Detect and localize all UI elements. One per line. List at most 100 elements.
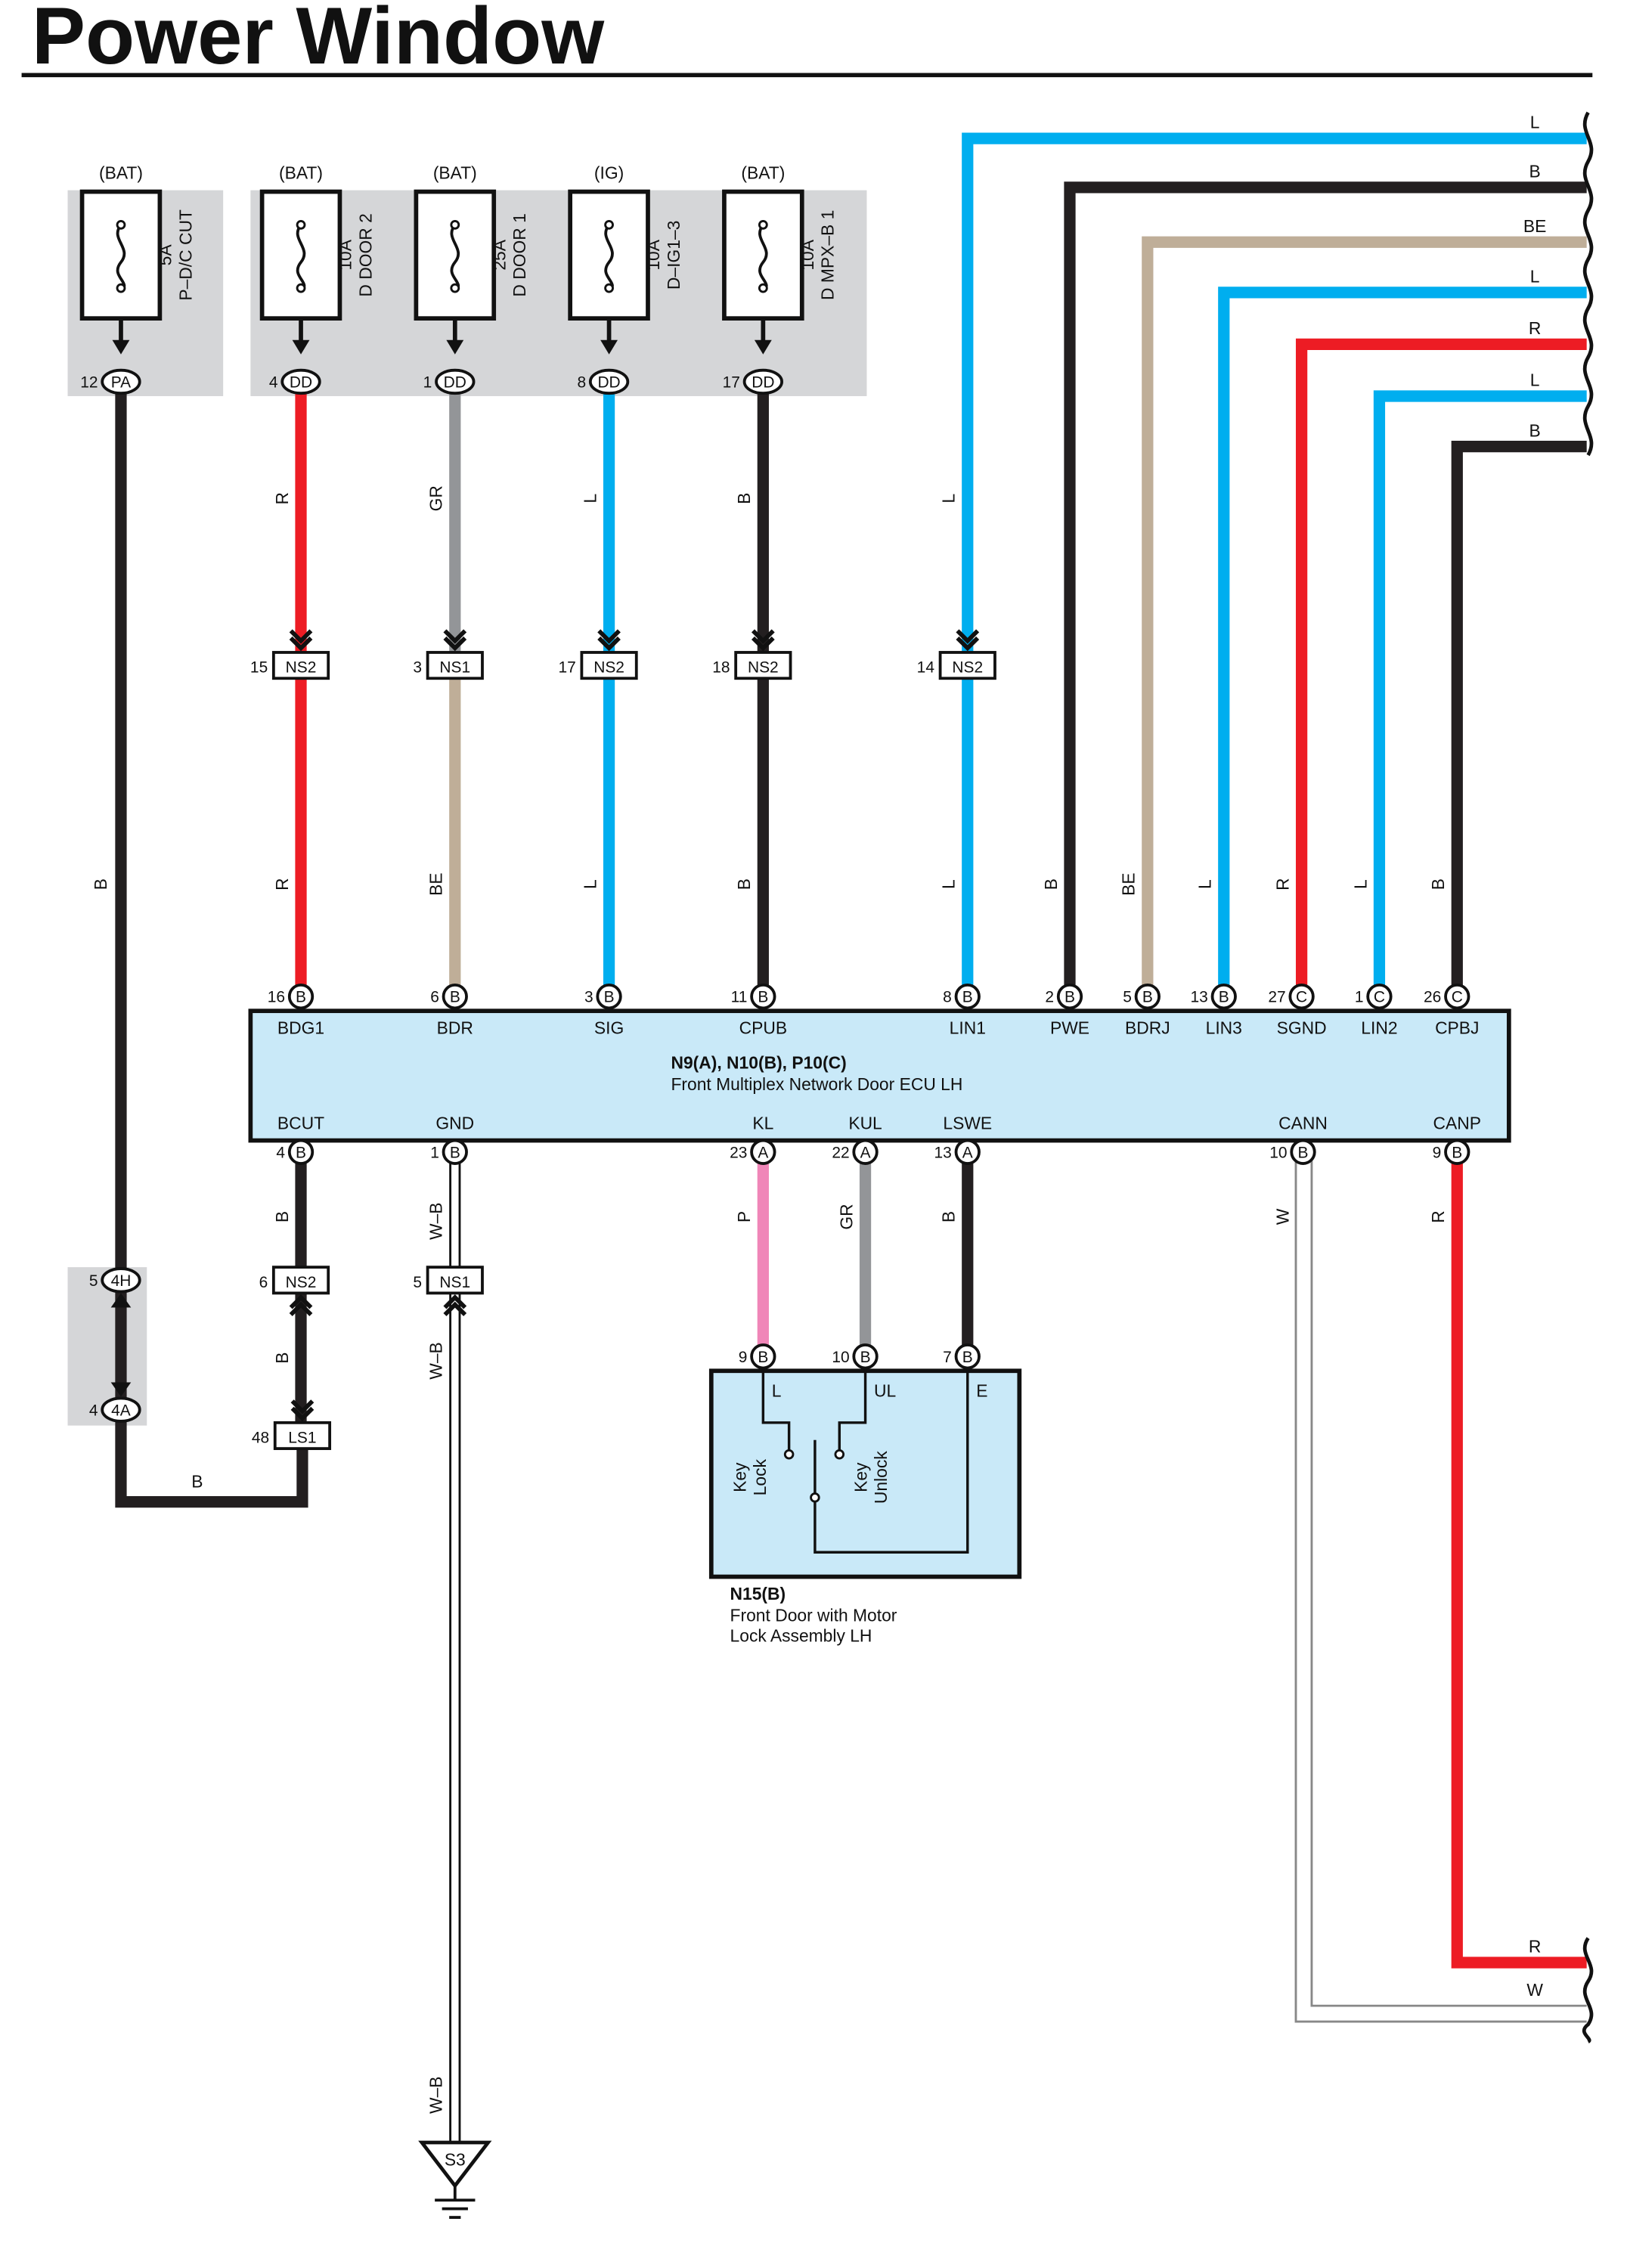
wire-label: BE <box>426 872 446 895</box>
fuse-connector-conn: PA <box>111 374 131 392</box>
ecu-top-pin-label: SIG <box>594 1018 624 1038</box>
wire-label: B <box>734 493 754 504</box>
fuse-terminal-dot <box>116 219 126 230</box>
ground-point-icon <box>418 2140 492 2189</box>
inline-connector-num: 14 <box>917 659 935 677</box>
key-unlock-label: Key <box>851 1462 870 1492</box>
arrow-down-icon <box>112 339 130 355</box>
junction-pin-terminal <box>101 1396 141 1423</box>
ecu-top-pin-num: 6 <box>430 989 439 1006</box>
wire-label: GR <box>836 1204 856 1229</box>
arrow-down-icon <box>110 1382 132 1397</box>
fuse-terminal-dot <box>116 283 126 293</box>
ecu-bottom-pin-conn: A <box>860 1144 871 1161</box>
ecu-top-pin-conn: B <box>296 989 306 1006</box>
key-lock-label: Key <box>730 1462 749 1492</box>
arrow-down-icon <box>446 339 464 355</box>
connector-chevron-icon <box>443 629 467 644</box>
fuse-connector-num: 17 <box>723 374 740 392</box>
arrow-down-icon <box>292 339 310 355</box>
inline-connector-num: 15 <box>250 659 268 677</box>
switch-contact-dot <box>834 1448 845 1460</box>
fuse-name: P–D/C CUT <box>175 209 195 301</box>
connector-chevron-icon <box>956 629 980 644</box>
ecu-top-pin-label: SGND <box>1277 1018 1327 1038</box>
ecu-bottom-pin-terminal <box>442 1139 468 1165</box>
connector-chevron-icon <box>597 636 621 652</box>
wire-lin2 <box>1373 390 1587 997</box>
connector-chevron-icon <box>289 1294 313 1309</box>
fuse-connector-num: 12 <box>80 374 98 392</box>
ecu-top-pin-num: 11 <box>731 989 748 1006</box>
ecu-bottom-pin-label: GND <box>435 1113 474 1132</box>
ecu-top-pin-num: 26 <box>1424 989 1441 1006</box>
fuse-connector-conn: DD <box>290 374 312 392</box>
wire-label: W–B <box>426 2076 446 2114</box>
fuse-name: D–IG1–3 <box>664 221 683 290</box>
ecu-bottom-pin-label: BCUT <box>277 1113 324 1132</box>
connector-chevron-icon <box>289 636 313 652</box>
ecu-top-pin-conn: B <box>758 989 768 1006</box>
inline-connector-name: NS2 <box>286 659 317 677</box>
ecu-top-pin-conn: B <box>450 989 460 1006</box>
wire-label: BE <box>1119 872 1139 895</box>
connector-chevron-icon <box>597 629 621 644</box>
fuse-rating: 10A <box>643 239 663 270</box>
lock-pin-conn: B <box>860 1349 871 1366</box>
ecu-bottom-pin-label: KL <box>752 1113 773 1132</box>
wire-lin3 <box>1218 287 1587 997</box>
inline-connector-name: NS2 <box>593 659 624 677</box>
lock-pin-num: 9 <box>739 1349 748 1366</box>
ecu-bottom-pin-terminal <box>750 1139 776 1165</box>
fuse-box <box>79 189 163 321</box>
fuse-element-icon <box>450 224 460 293</box>
ecu-top-pin-conn: B <box>1065 989 1075 1006</box>
ecu-top-pin-terminal <box>1366 983 1393 1010</box>
wire-label: B <box>734 878 754 890</box>
ecu-top-pin-label: LIN2 <box>1361 1018 1397 1038</box>
wire-cann-edge <box>1294 1154 1587 2023</box>
ecu-bottom-pin-conn: B <box>450 1144 460 1161</box>
ecu-bottom-pin-num: 9 <box>1433 1144 1442 1161</box>
lock-pin-label: E <box>976 1381 987 1401</box>
fuse-terminal-dot <box>758 283 768 293</box>
ecu-top-pin-terminal <box>750 983 776 1010</box>
wire-lin1 <box>962 132 1587 997</box>
wire-label: L <box>939 494 959 503</box>
fuse-supply-label: (BAT) <box>433 163 477 182</box>
ecu-top-pin-terminal <box>1210 983 1237 1010</box>
ecu-top-pin-terminal <box>954 983 981 1010</box>
fuse-terminal-dot <box>296 283 306 293</box>
fuse-terminal-dot <box>296 219 306 230</box>
ecu-top-pin-terminal <box>1444 983 1470 1010</box>
fuse-name: D DOOR 2 <box>355 213 375 296</box>
inline-connector-num: 18 <box>712 659 730 677</box>
wire-label: L <box>1195 879 1215 889</box>
ecu-bottom-pin-label: CANP <box>1433 1113 1481 1132</box>
inline-connector-num: 17 <box>558 659 575 677</box>
fuse-rating: 25A <box>489 239 509 270</box>
inline-connector-box <box>426 1266 484 1295</box>
lock-switch-trace <box>761 1371 791 1452</box>
fuse-connector-num: 8 <box>577 374 586 392</box>
ecu-bottom-pin-label: LSWE <box>943 1113 992 1132</box>
fuse-connector-terminal <box>742 368 784 395</box>
wire-label: W <box>1272 1208 1292 1225</box>
fuse-connector-conn: DD <box>444 374 466 392</box>
fuse-element-icon <box>296 224 306 293</box>
ecu-bottom-pin-terminal <box>287 1139 315 1165</box>
ecu-name: Front Multiplex Network Door ECU LH <box>671 1074 962 1094</box>
fuse-rating: 5A <box>156 244 175 266</box>
wire-break-icon <box>1582 1937 1594 2043</box>
ecu-top-pin-label: LIN1 <box>950 1018 986 1038</box>
wires-layer <box>115 132 1587 2149</box>
wire-label: BE <box>1523 216 1546 236</box>
lock-pin-terminal <box>852 1343 879 1370</box>
ecu-top-pin-num: 1 <box>1355 989 1364 1006</box>
ecu-bottom-pin-num: 13 <box>934 1144 952 1161</box>
connector-chevron-icon <box>290 1406 315 1422</box>
wire-label: L <box>1350 879 1370 889</box>
lock-pin-terminal <box>750 1343 776 1370</box>
unlock-switch-trace <box>838 1371 867 1452</box>
